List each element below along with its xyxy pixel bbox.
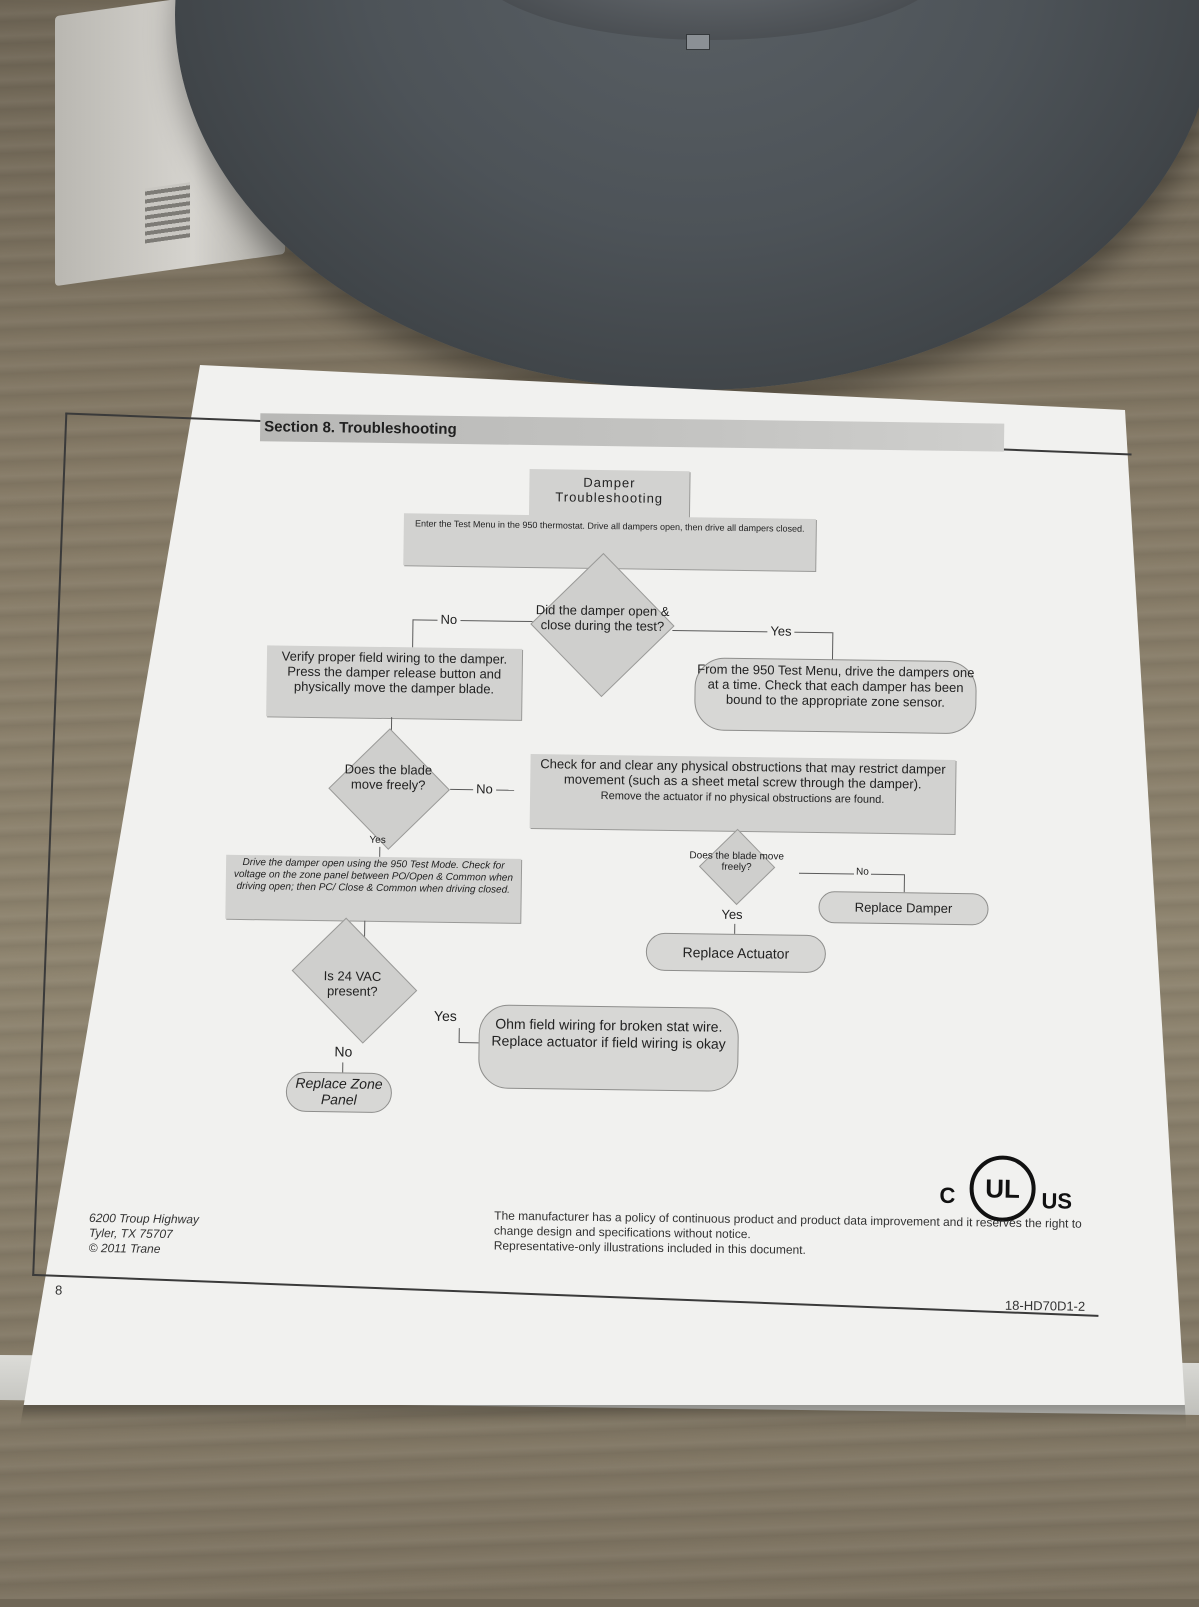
connector (459, 1028, 460, 1042)
decision-3-yes-label: Yes (721, 907, 742, 922)
connector (342, 1062, 343, 1072)
decision-1-no-label: No (437, 612, 460, 627)
verify-wiring-box: Verify proper field wiring to the damper… (266, 645, 522, 720)
decision-4-yes-label: Yes (434, 1008, 457, 1024)
document-code: 18-HD70D1-2 (1005, 1298, 1085, 1314)
ohm-wiring-pill: Ohm field wiring for broken stat wire. R… (478, 1004, 739, 1092)
replace-zone-panel-pill: Replace Zone Panel (286, 1072, 393, 1113)
decision-3-text: Does the blade move freely? (689, 850, 784, 873)
ul-us-mark: US (1041, 1188, 1072, 1214)
page-number: 8 (55, 1282, 62, 1297)
decision-3-no-label: No (854, 867, 871, 878)
replace-actuator-pill: Replace Actuator (646, 933, 827, 974)
disclaimer: The manufacturer has a policy of continu… (494, 1209, 1095, 1262)
decision-1-text: Did the damper open & close during the t… (532, 602, 672, 634)
decision-2-no-label: No (473, 781, 496, 796)
decision-1-yes-label: Yes (767, 623, 794, 638)
decision-2-yes-label: Yes (369, 835, 385, 846)
connector (379, 847, 380, 857)
company-address: 6200 Troup Highway Tyler, TX 75707 © 201… (89, 1211, 199, 1258)
bind-sensor-pill: From the 950 Test Menu, drive the damper… (694, 657, 977, 734)
decision-4-text: Is 24 VAC present? (302, 968, 402, 999)
ul-c-mark: C (939, 1183, 955, 1209)
drive-damper-box: Drive the damper open using the 950 Test… (225, 855, 521, 923)
replace-damper-pill: Replace Damper (818, 891, 988, 925)
decision-2-text: Does the blade move freely? (338, 761, 438, 792)
obstructions-box: Check for and clear any physical obstruc… (530, 754, 956, 834)
decision-4-no-label: No (334, 1043, 352, 1059)
chart-title-box: Damper Troubleshooting (529, 469, 690, 518)
connector (734, 924, 735, 934)
